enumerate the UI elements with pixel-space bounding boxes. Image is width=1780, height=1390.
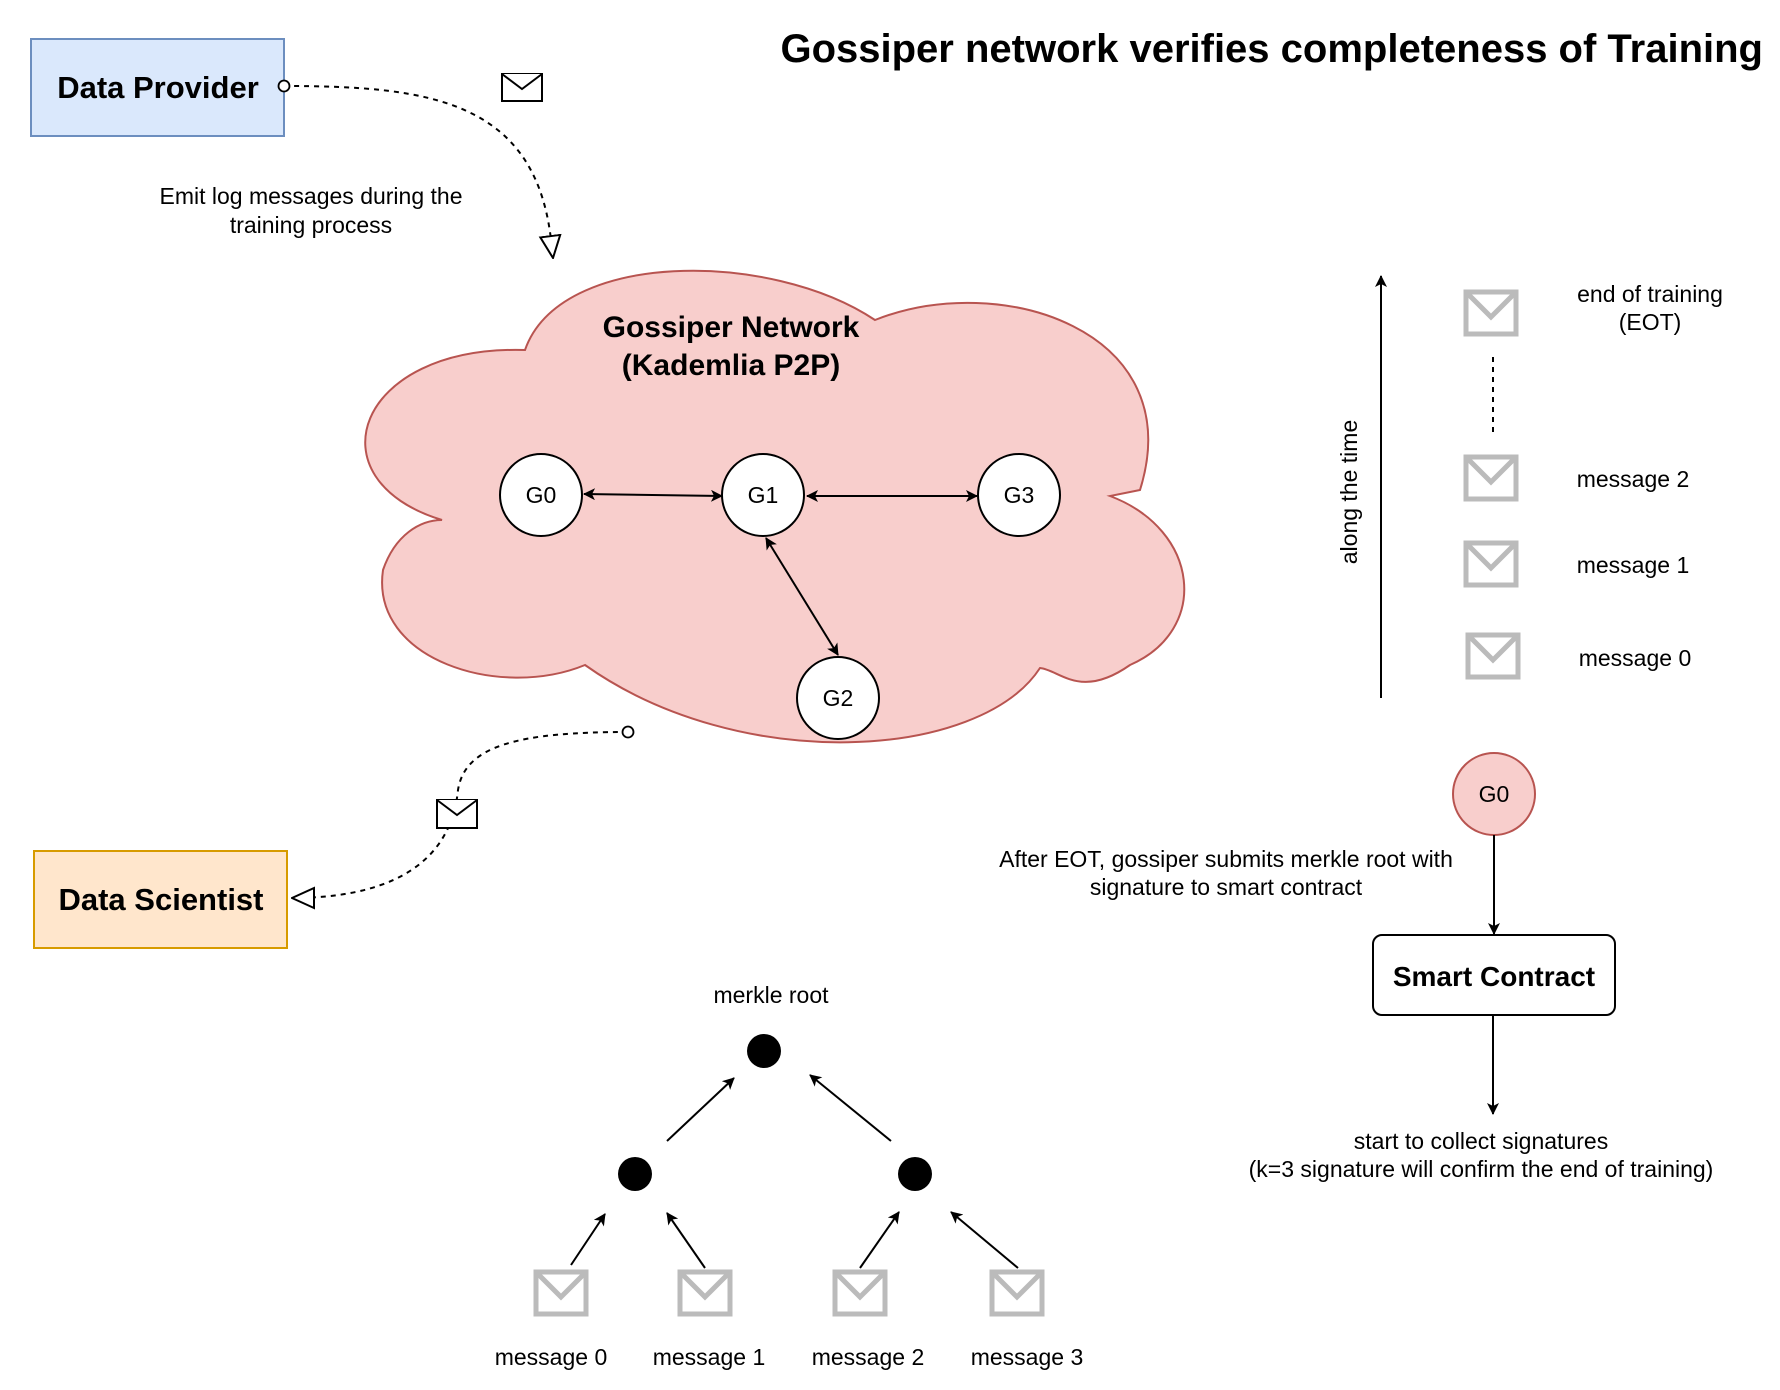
envelope-icon xyxy=(533,1269,589,1317)
cloud-title-line1: Gossiper Network xyxy=(603,311,860,344)
merkle-root-node xyxy=(747,1034,781,1068)
submit-node-g0[interactable]: G0 xyxy=(1452,752,1536,836)
envelope-icon xyxy=(436,799,478,829)
submit-node-label: G0 xyxy=(1479,781,1510,807)
data-scientist-label: Data Scientist xyxy=(58,882,263,917)
diagram-title: Gossiper network verifies completeness o… xyxy=(780,27,1763,71)
merkle-tree: merkle root message 0 message 1 message … xyxy=(495,982,1084,1370)
smart-contract-rect xyxy=(1372,934,1616,1016)
emit-note-line1: Emit log messages during the xyxy=(160,183,463,209)
edge-g0-g1 xyxy=(583,488,723,502)
timeline-message-0: message 0 xyxy=(1579,645,1692,671)
edge-g1-g2 xyxy=(765,537,839,656)
merkle-edge-right-root xyxy=(809,1074,892,1142)
timeline: along the time end of training (EOT) mes… xyxy=(1336,275,1723,698)
envelope-icon xyxy=(501,73,543,102)
node-g2-label: G2 xyxy=(823,685,854,711)
provider-to-cloud-link xyxy=(284,86,553,258)
node-g0[interactable]: G0 xyxy=(499,453,583,537)
envelope-icon xyxy=(1463,454,1519,502)
merkle-edge-m1-left xyxy=(666,1212,706,1269)
merkle-root-label: merkle root xyxy=(713,982,829,1008)
node-g2[interactable]: G2 xyxy=(796,656,880,740)
smart-contract-box[interactable]: Smart Contract xyxy=(1372,934,1616,1016)
submit-note-line1: After EOT, gossiper submits merkle root … xyxy=(999,846,1453,872)
collect-note-line1: start to collect signatures xyxy=(1354,1128,1608,1154)
merkle-edge-m3-right xyxy=(950,1211,1019,1269)
gossiper-network-cloud: Gossiper Network (Kademlia P2P) G0 G1 G3… xyxy=(364,269,1186,744)
timeline-message-2: message 2 xyxy=(1577,466,1690,492)
node-g1[interactable]: G1 xyxy=(721,453,805,537)
cloud-title-line2: (Kademlia P2P) xyxy=(622,349,840,382)
data-provider-rect xyxy=(30,38,285,137)
emit-note-line2: training process xyxy=(230,212,392,238)
data-scientist-rect xyxy=(33,850,288,949)
envelope-icon xyxy=(832,1269,888,1317)
submit-note-line2: signature to smart contract xyxy=(1090,874,1363,900)
merkle-right-node xyxy=(898,1157,932,1191)
merkle-leaf-3: message 3 xyxy=(971,1344,1084,1370)
envelope-icon xyxy=(1465,632,1521,680)
envelope-icon xyxy=(677,1269,733,1317)
merkle-edge-m0-left xyxy=(570,1213,606,1266)
envelope-icon xyxy=(989,1269,1045,1317)
envelope-icon xyxy=(1463,540,1519,588)
data-provider-box[interactable]: Data Provider xyxy=(30,38,285,137)
merkle-leaf-1: message 1 xyxy=(653,1344,766,1370)
envelope-icon xyxy=(1463,289,1519,337)
timeline-message-1: message 1 xyxy=(1577,552,1690,578)
merkle-edge-left-root xyxy=(666,1077,735,1142)
node-g1-label: G1 xyxy=(748,482,779,508)
timeline-axis-label: along the time xyxy=(1336,420,1362,564)
smart-contract-label: Smart Contract xyxy=(1393,961,1595,992)
node-g3[interactable]: G3 xyxy=(977,453,1061,537)
merkle-edge-m2-right xyxy=(859,1211,900,1269)
node-g3-label: G3 xyxy=(1004,482,1035,508)
node-g0-label: G0 xyxy=(526,482,557,508)
timeline-eot-line2: (EOT) xyxy=(1619,309,1682,335)
timeline-eot-line1: end of training xyxy=(1577,281,1723,307)
merkle-left-node xyxy=(618,1157,652,1191)
merkle-leaf-0: message 0 xyxy=(495,1344,608,1370)
data-provider-label: Data Provider xyxy=(57,70,259,105)
data-scientist-box[interactable]: Data Scientist xyxy=(33,850,288,949)
collect-note-line2: (k=3 signature will confirm the end of t… xyxy=(1249,1156,1714,1182)
cloud-to-scientist-link xyxy=(292,732,628,898)
merkle-leaf-2: message 2 xyxy=(812,1344,925,1370)
